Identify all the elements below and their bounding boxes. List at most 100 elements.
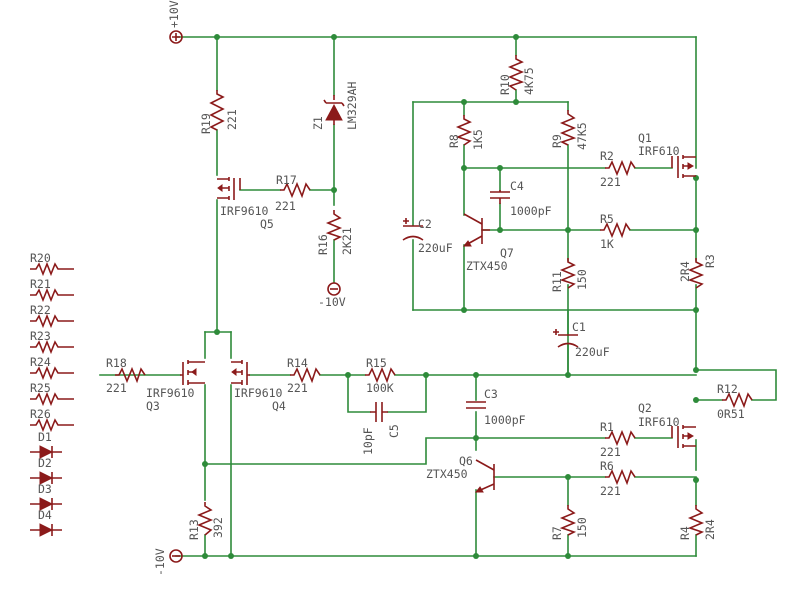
svg-text:R11: R11 [550,271,564,292]
capacitor-c5: 10pF C5 [361,402,401,455]
svg-text:D3: D3 [38,482,52,496]
svg-text:392: 392 [211,517,225,538]
svg-text:R4: R4 [678,526,692,540]
svg-text:IRF610: IRF610 [638,415,680,429]
svg-text:R25: R25 [30,381,51,395]
svg-text:10pF: 10pF [361,427,375,455]
capacitor-c2: C2 220uF [402,217,453,255]
svg-text:221: 221 [225,109,239,130]
pos-supply-label: +10V [167,0,181,28]
svg-text:2R4: 2R4 [703,519,717,540]
svg-text:Z1: Z1 [311,116,325,130]
svg-text:0R51: 0R51 [717,407,745,421]
pos-supply-terminal: +10V [167,0,183,44]
capacitor-c3: C3 1000pF [466,387,526,427]
svg-text:C2: C2 [418,217,432,231]
svg-text:R1: R1 [600,420,614,434]
svg-text:R15: R15 [366,356,387,370]
svg-text:R7: R7 [550,526,564,540]
svg-text:R9: R9 [550,134,564,148]
svg-text:4K75: 4K75 [522,67,536,95]
resistor-r8: R8 1K5 [447,115,485,150]
spare-diode: D2 [30,456,62,485]
svg-text:150: 150 [575,269,589,290]
parts-list-diodes: D1 D2 D3 D4 [30,430,62,537]
capacitor-c1: C1 220uF [553,320,610,359]
svg-text:150: 150 [575,517,589,538]
svg-text:R21: R21 [30,277,51,291]
svg-text:R6: R6 [600,459,614,473]
resistor-r3: 2R4 R3 [678,254,717,289]
svg-text:R8: R8 [447,134,461,148]
svg-text:Q2: Q2 [638,401,652,415]
svg-text:LM329AH: LM329AH [345,81,359,130]
resistor-r12: R12 0R51 [717,382,753,421]
svg-text:2R4: 2R4 [678,261,692,282]
resistor-r4: R4 2R4 [678,505,717,540]
svg-text:221: 221 [600,445,621,459]
resistor-r13: R13 392 [187,502,225,540]
svg-text:47K5: 47K5 [575,122,589,150]
svg-text:100K: 100K [366,381,394,395]
neg-supply-terminal: -10V [153,548,183,576]
resistor-r17: R17 221 [275,173,311,213]
svg-text:2K21: 2K21 [340,227,354,255]
svg-text:R20: R20 [30,251,51,265]
svg-text:C4: C4 [510,179,524,193]
neg-supply-label: -10V [153,548,167,576]
svg-text:R17: R17 [276,173,297,187]
resistor-r6: R6 221 [600,459,636,498]
mosfet-q5: IRF9610 Q5 [217,177,274,231]
spare-resistor: R23 [30,329,74,355]
svg-text:ZTX450: ZTX450 [466,259,508,273]
svg-text:D4: D4 [38,508,52,522]
svg-text:C1: C1 [572,320,586,334]
svg-text:Q3: Q3 [146,399,160,413]
svg-text:R5: R5 [600,212,614,226]
svg-text:221: 221 [106,381,127,395]
junction-dots [202,34,699,559]
svg-text:IRF610: IRF610 [638,144,680,158]
svg-text:R18: R18 [106,356,127,370]
capacitor-c4: C4 1000pF [490,179,552,218]
svg-text:Q7: Q7 [500,246,514,260]
mosfet-q1: Q1 IRF610 [638,131,696,178]
svg-text:R3: R3 [703,254,717,268]
resistor-r7: R7 150 [550,505,589,540]
svg-text:Q6: Q6 [459,454,473,468]
spare-resistor: R26 [30,407,74,433]
svg-text:R24: R24 [30,355,51,369]
mosfet-q4: IRF9610 Q4 [231,360,286,413]
svg-text:221: 221 [600,484,621,498]
svg-text:1000pF: 1000pF [510,204,552,218]
resistor-r15: R15 100K [365,356,396,395]
neg-ref-label: -10V [318,295,346,309]
svg-text:R12: R12 [717,382,738,396]
spare-diode: D1 [30,430,62,459]
svg-text:IRF9610: IRF9610 [220,204,269,218]
svg-text:221: 221 [600,175,621,189]
resistor-r14: R14 221 [287,356,321,395]
spare-diode: D4 [30,508,62,537]
svg-text:1000pF: 1000pF [484,413,526,427]
resistor-r5: R5 1K [600,212,631,251]
svg-text:R22: R22 [30,303,51,317]
svg-text:Q1: Q1 [638,131,652,145]
svg-text:R26: R26 [30,407,51,421]
resistor-r9: R9 47K5 [550,110,589,150]
svg-text:IRF9610: IRF9610 [234,386,283,400]
svg-text:220uF: 220uF [418,241,453,255]
mosfet-q2: Q2 IRF610 [638,401,696,448]
svg-text:IRF9610: IRF9610 [146,386,195,400]
resistor-r2: R2 221 [600,149,636,189]
svg-text:R10: R10 [498,74,512,95]
resistor-r19: R19 221 [199,90,239,134]
svg-text:R14: R14 [287,356,308,370]
spare-resistor: R25 [30,381,74,407]
bjt-q6: Q6 ZTX450 [426,454,495,493]
svg-text:C3: C3 [484,387,498,401]
resistor-r11: R11 150 [550,258,589,292]
svg-text:R13: R13 [187,519,201,540]
svg-text:1K5: 1K5 [471,129,485,150]
